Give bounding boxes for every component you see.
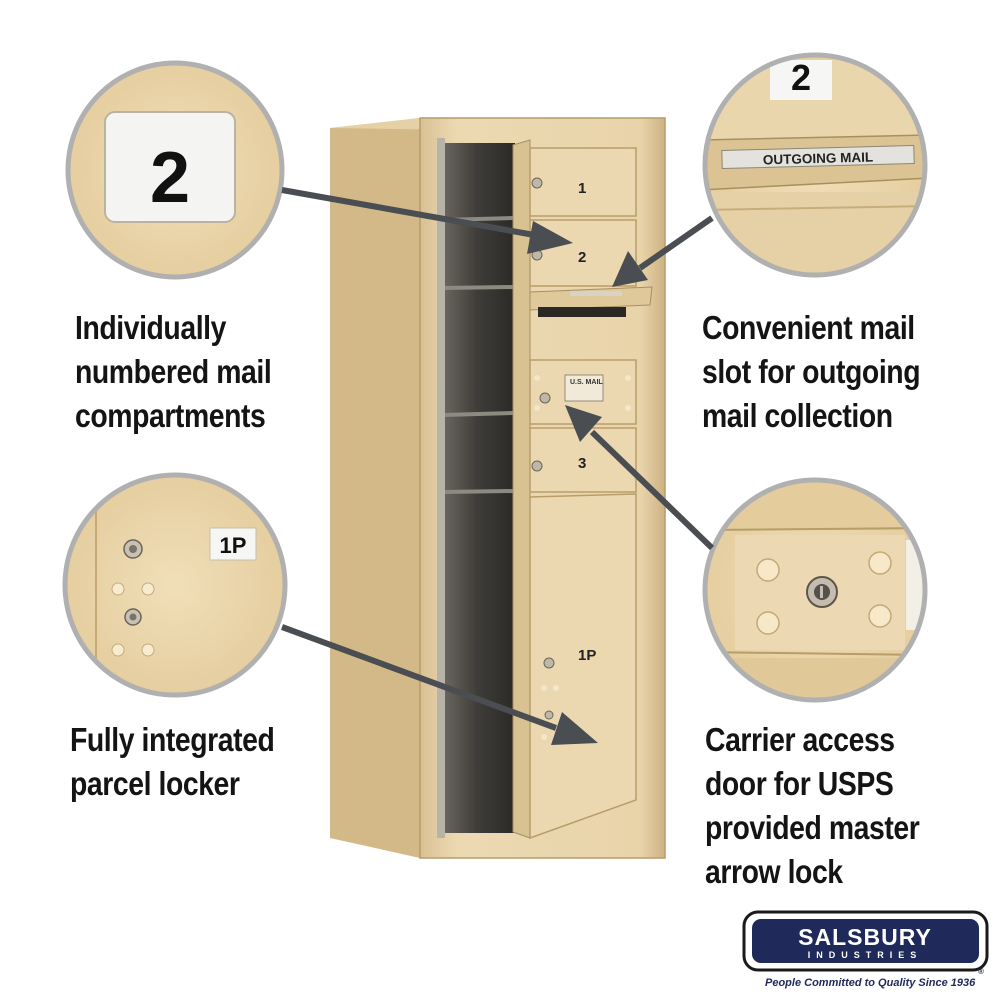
caption-line: arrow lock (705, 853, 843, 890)
caption-parcel-locker: Fully integrated parcel locker (70, 718, 275, 806)
caption-line: numbered mail (75, 353, 272, 390)
mailbox-side-panel (330, 118, 420, 858)
arrow-numbered (281, 187, 541, 239)
door-number-2: 2 (578, 249, 586, 266)
brand-registered-mark: ® (978, 967, 984, 976)
zoom-number-label: 2 (150, 138, 190, 218)
lock-door-1 (531, 177, 543, 189)
caption-line: provided master (705, 809, 920, 846)
caption-line: Carrier access (705, 721, 895, 758)
lock-carrier-door (539, 392, 551, 404)
zoom-outgoing-number: 2 (791, 57, 811, 98)
brand-subname: INDUSTRIES (808, 950, 923, 960)
master-door-edge (512, 139, 531, 839)
door-number-1: 1 (578, 180, 586, 197)
brand-tagline: People Committed to Quality Since 1936 (765, 977, 976, 989)
lock-parcel-key (544, 710, 554, 720)
zoom-circle-parcel-locker: 1P (62, 472, 288, 698)
zoom-circle-numbered-compartment: 2 (65, 60, 285, 280)
callout-arrows (280, 187, 715, 745)
arrow-outgoing (638, 215, 714, 271)
zoom-circle-carrier-lock (702, 477, 928, 703)
arrow-parcel (280, 624, 558, 731)
caption-line: slot for outgoing (702, 353, 921, 390)
carrier-door-rivets (534, 375, 631, 411)
caption-line: Individually (75, 309, 226, 346)
caption-line: compartments (75, 397, 266, 434)
parcel-locker-door (529, 493, 637, 840)
caption-line: door for USPS (705, 765, 894, 802)
outgoing-mail-slot (529, 286, 653, 317)
door-number-1p: 1P (578, 647, 596, 664)
zoom-outgoing-label: OUTGOING MAIL (763, 150, 874, 168)
door-locks (531, 177, 555, 720)
caption-line: Fully integrated (70, 721, 275, 758)
mailbox-interior (441, 143, 515, 833)
lock-door-3 (531, 460, 543, 472)
usps-plate-text: U.S. MAIL (570, 379, 603, 386)
salsbury-logo: SALSBURY INDUSTRIES ® (742, 910, 989, 976)
zoom-parcel-label: 1P (220, 533, 247, 558)
door-number-3: 3 (578, 455, 586, 472)
interior-shelves (442, 216, 514, 494)
door-1 (529, 147, 637, 217)
lock-parcel-door (543, 657, 555, 669)
interior-left-rail (437, 138, 445, 838)
caption-line: Convenient mail (702, 309, 915, 346)
caption-outgoing-slot: Convenient mail slot for outgoing mail c… (702, 306, 921, 438)
caption-carrier-door: Carrier access door for USPS provided ma… (705, 718, 920, 894)
caption-line: mail collection (702, 397, 893, 434)
zoom-circle-outgoing-slot: 2 OUTGOING MAIL (702, 52, 928, 278)
caption-numbered-compartments: Individually numbered mail compartments (75, 306, 272, 438)
brand-name: SALSBURY (798, 924, 932, 950)
caption-line: parcel locker (70, 765, 240, 802)
arrow-carrier (589, 429, 715, 551)
usps-plate (564, 374, 604, 402)
